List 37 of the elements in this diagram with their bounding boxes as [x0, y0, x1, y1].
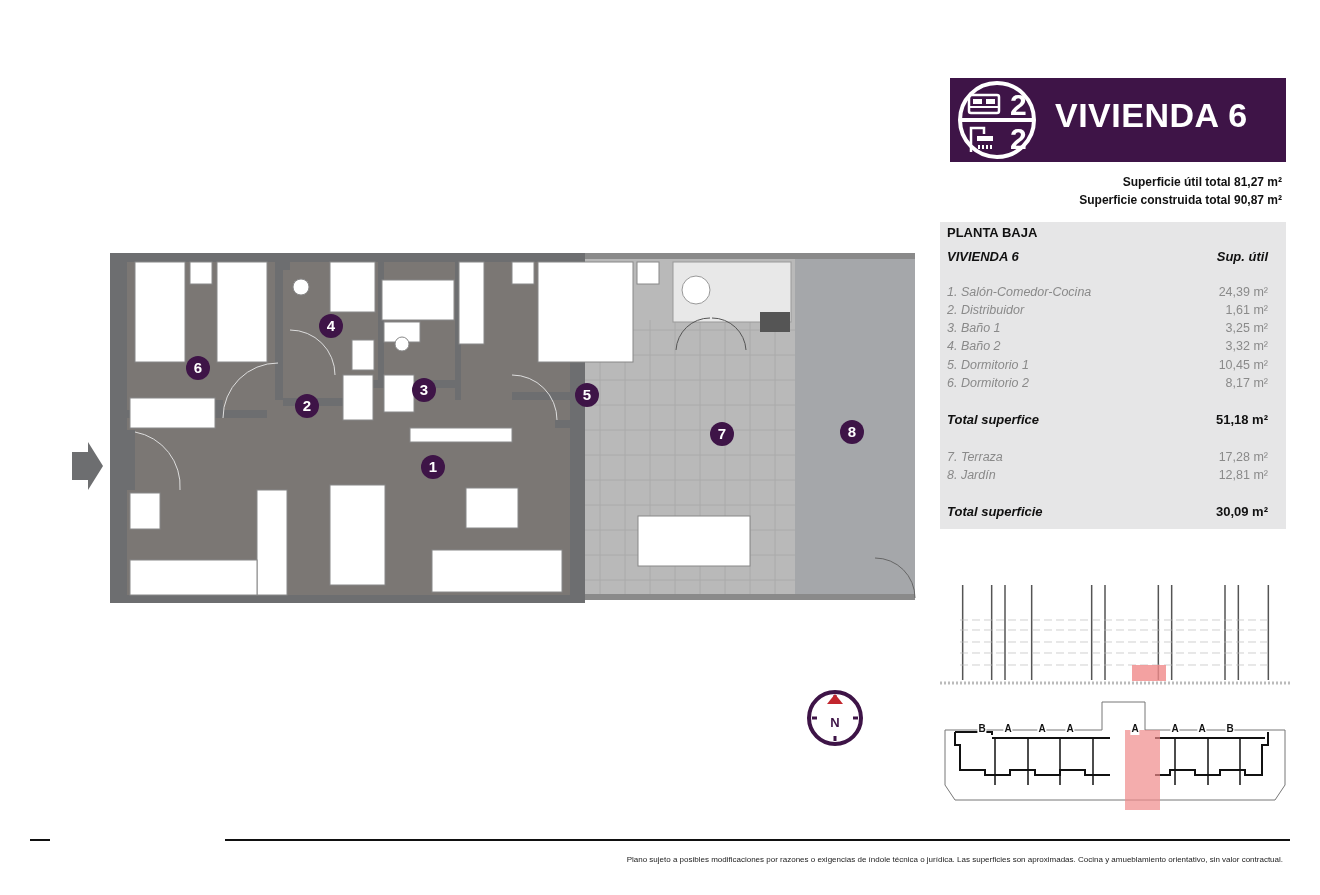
bedroom-count: 2 — [1010, 88, 1027, 123]
total-value: 51,18 m² — [1215, 413, 1268, 428]
room-name: 7. Terraza — [947, 450, 1003, 465]
room-name: 5. Dormitorio 1 — [947, 358, 1029, 373]
table-heading: PLANTA BAJA — [947, 226, 1038, 241]
title: VIVIENDA 6 — [1055, 96, 1248, 136]
disclaimer-note: Plano sujeto a posibles modificaciones por razones o exigencias de índole técnica o jurídica. Las superficies son aproximadas. Cocina y amueblamiento orientativo, sin valor contractual. — [626, 855, 1283, 865]
room-name: 1. Salón-Comedor-Cocina — [947, 285, 1092, 300]
room-name: 4. Baño 2 — [947, 339, 1001, 354]
area-value: 12,81 m² — [1218, 468, 1268, 483]
north-label: N — [830, 716, 840, 731]
area-value: 24,39 m² — [1218, 285, 1268, 300]
column-heading: Sup. útil — [1216, 250, 1268, 265]
area-value: 8,17 m² — [1225, 376, 1268, 391]
total-label: Total superficie — [947, 505, 1043, 520]
area-summary: Superficie útil total 81,27 m² — [1122, 176, 1282, 190]
area-value: 1,61 m² — [1225, 303, 1268, 318]
area-value: 3,32 m² — [1225, 339, 1268, 354]
area-value: 17,28 m² — [1218, 450, 1268, 465]
unit-type-letter: B — [977, 723, 987, 735]
unit-type-letter: A — [1170, 723, 1180, 735]
room-name: 6. Dormitorio 2 — [947, 376, 1029, 391]
unit-type-letter: B — [1225, 723, 1235, 735]
unit-type-letter: A — [1003, 723, 1013, 735]
area-summary: Superficie construida total 90,87 m² — [1079, 194, 1282, 208]
room-name: 3. Baño 1 — [947, 321, 1001, 336]
room-name: 2. Distribuidor — [947, 303, 1025, 318]
total-value: 30,09 m² — [1215, 505, 1268, 520]
room-name: 8. Jardín — [947, 468, 996, 483]
table-heading: VIVIENDA 6 — [947, 250, 1019, 265]
unit-type-letter: A — [1037, 723, 1047, 735]
unit-type-letter: A — [1130, 723, 1140, 735]
unit-type-letter: A — [1065, 723, 1075, 735]
total-label: Total superfice — [947, 413, 1039, 428]
unit-type-letter: A — [1197, 723, 1207, 735]
area-value: 3,25 m² — [1225, 321, 1268, 336]
area-value: 10,45 m² — [1218, 358, 1268, 373]
